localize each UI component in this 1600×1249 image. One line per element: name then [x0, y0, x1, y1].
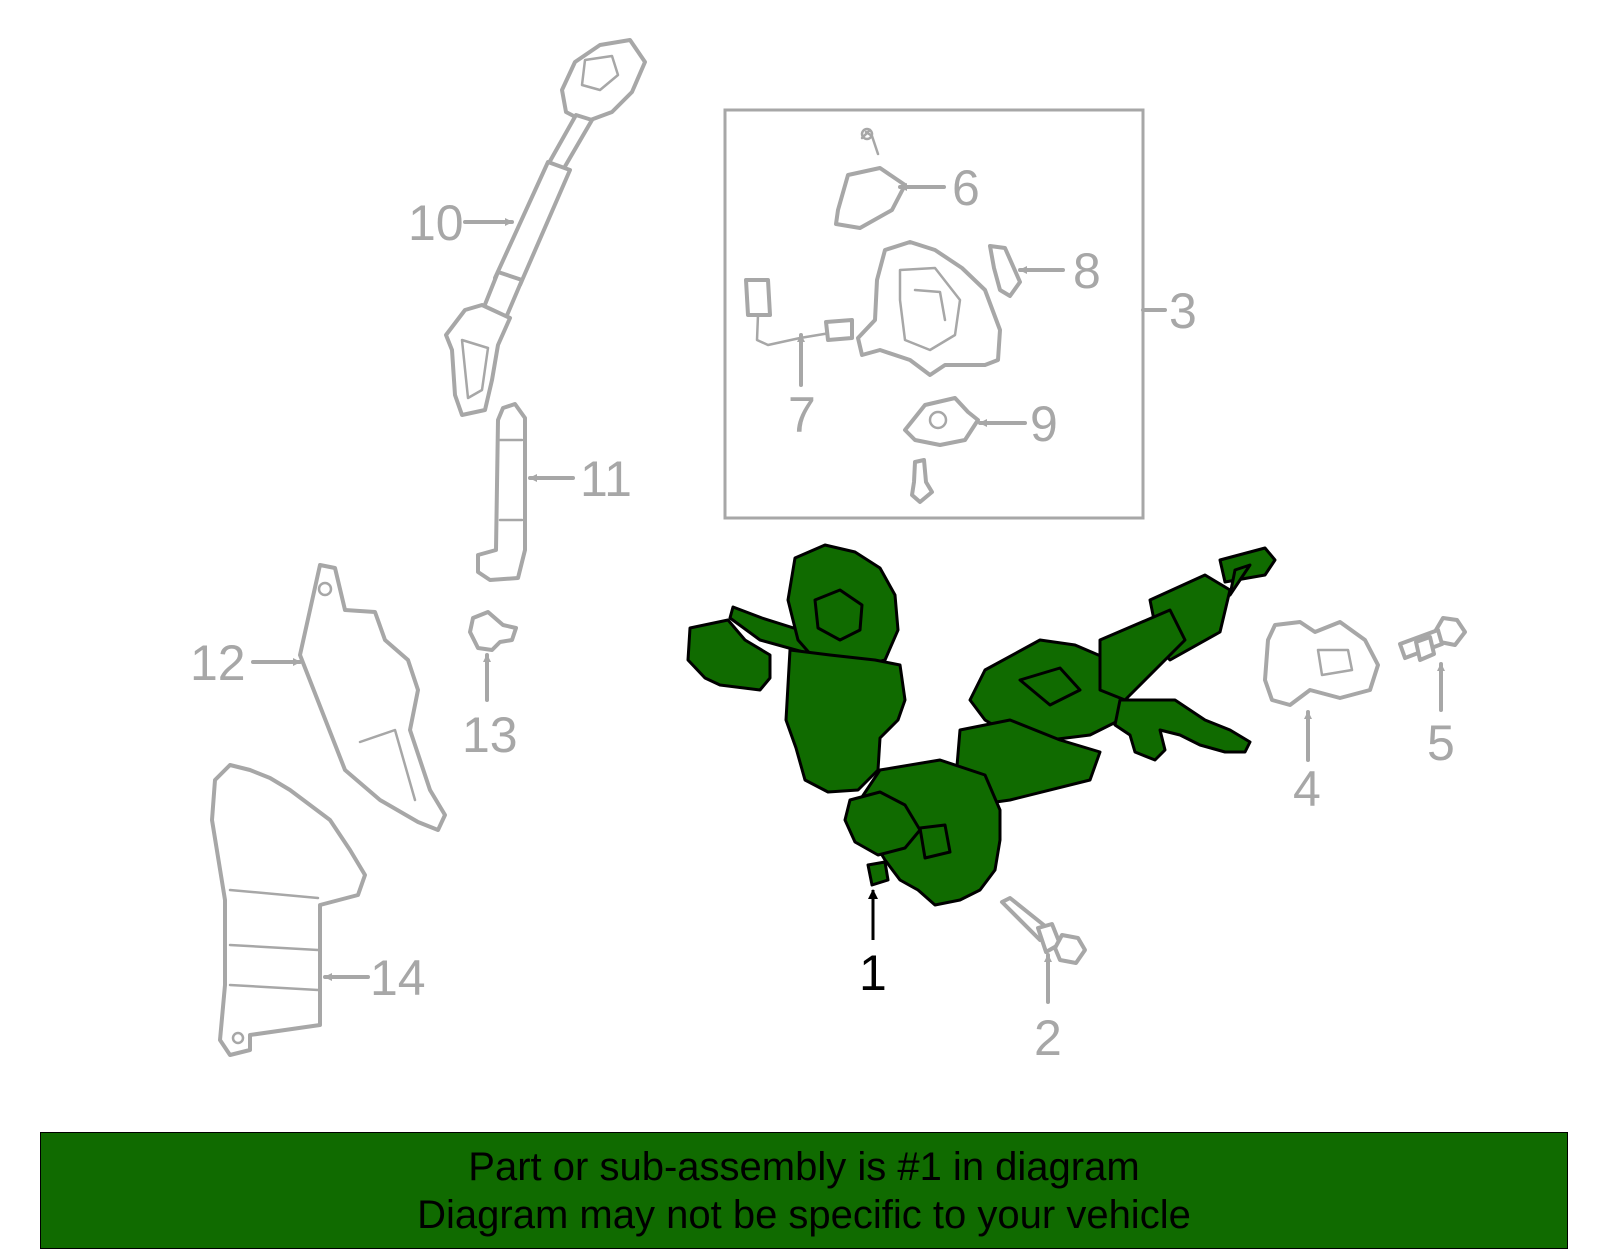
part-12-column-cover-bracket[interactable]: [298, 563, 447, 832]
callout-10[interactable]: 10: [408, 195, 464, 251]
callout-9[interactable]: 9: [1030, 396, 1058, 452]
callout-11[interactable]: 11: [580, 451, 632, 507]
part-11-column-lower-shaft[interactable]: [476, 402, 527, 582]
part-5-bolt[interactable]: [1398, 616, 1467, 662]
callout-1[interactable]: 1: [859, 945, 887, 1001]
callout-14[interactable]: 14: [370, 950, 426, 1006]
part-3-subassembly-box[interactable]: [723, 108, 1145, 520]
part-1-steering-column-assembly[interactable]: [686, 543, 1277, 907]
part-13-clip[interactable]: [468, 610, 518, 652]
leader-lines: [251, 183, 1445, 1004]
part-3-steering-lock-housing[interactable]: [856, 240, 1002, 377]
callout-5[interactable]: 5: [1427, 715, 1455, 771]
part-9-cap[interactable]: [903, 396, 980, 504]
callout-7[interactable]: 7: [788, 387, 816, 443]
part-10-intermediate-shaft[interactable]: [444, 38, 647, 417]
callout-numbers: 10 11 12 13 14 6 8 3 7 9 4 5 2 1: [190, 160, 1455, 1066]
banner-line-2: Diagram may not be specific to your vehi…: [417, 1192, 1191, 1237]
part-7-wiring-harness[interactable]: [744, 278, 854, 347]
callout-4[interactable]: 4: [1293, 761, 1321, 817]
callout-13[interactable]: 13: [462, 707, 518, 763]
callout-6[interactable]: 6: [952, 160, 980, 216]
part-8-key-piece[interactable]: [988, 244, 1022, 298]
info-banner: Part or sub-assembly is #1 in diagram Di…: [40, 1132, 1568, 1249]
callout-2[interactable]: 2: [1034, 1010, 1062, 1066]
callout-12[interactable]: 12: [190, 635, 246, 691]
part-2-bolt[interactable]: [1000, 896, 1087, 965]
part-4-switch[interactable]: [1263, 620, 1380, 707]
part-14-column-boot[interactable]: [210, 763, 367, 1057]
callout-3[interactable]: 3: [1169, 283, 1197, 339]
callout-8[interactable]: 8: [1073, 243, 1101, 299]
banner-line-1: Part or sub-assembly is #1 in diagram: [468, 1144, 1140, 1189]
part-6-sensor[interactable]: [834, 127, 907, 230]
